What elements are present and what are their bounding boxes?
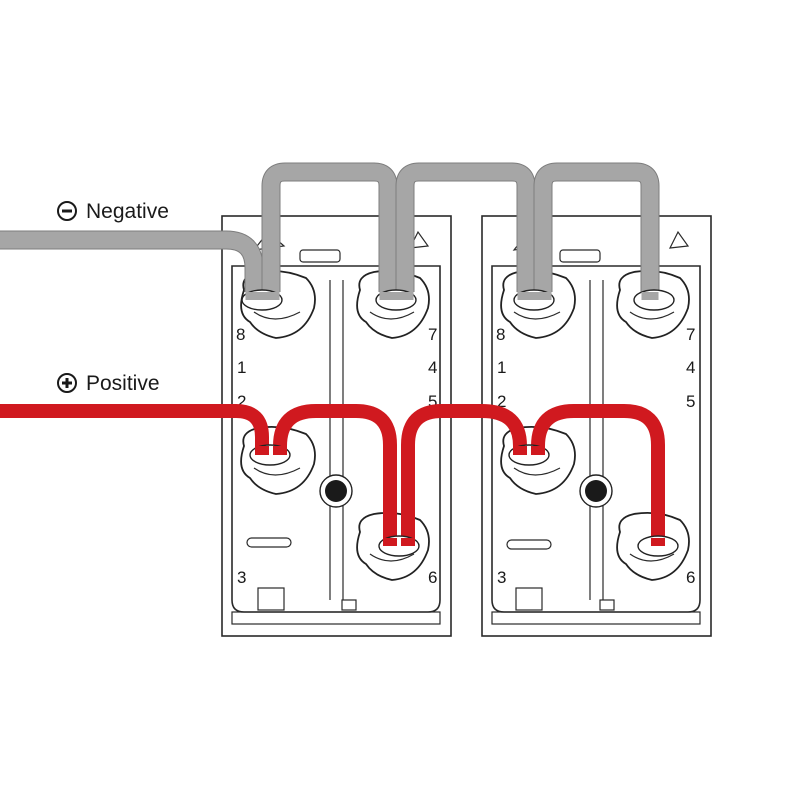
switch-2-pin-6: 6: [686, 568, 695, 587]
negative-feed-wire: [0, 231, 263, 292]
positive-label: Positive: [86, 372, 160, 395]
negative-wires: [0, 162, 660, 292]
negative-jumper-1: [262, 163, 397, 292]
legend-negative: Negative: [57, 200, 169, 223]
switch-1-pin-8: 8: [236, 325, 245, 344]
switch-2-pin-4: 4: [686, 358, 695, 377]
plus-icon: [57, 373, 77, 393]
switch-1-pin-5: 5: [428, 392, 437, 411]
negative-jumper-2: [396, 163, 535, 292]
switch-1-pin-1: 1: [237, 358, 246, 377]
positive-feed-wire: [0, 404, 269, 446]
positive-jumper-2: [401, 404, 527, 538]
minus-icon: [57, 201, 77, 221]
switch-2-pin-5: 5: [686, 392, 695, 411]
positive-jumper-1: [273, 404, 397, 538]
switch-1-pin-4: 4: [428, 358, 437, 377]
switch-2-pin-3: 3: [497, 568, 506, 587]
switch-1-pin-6: 6: [428, 568, 437, 587]
switch-2-frame: [481, 215, 712, 637]
switch-2-pin-1: 1: [497, 358, 506, 377]
switch-1-frame: [221, 215, 452, 637]
switch-1-pin-7: 7: [428, 325, 437, 344]
switch-1-pin-3: 3: [237, 568, 246, 587]
negative-label: Negative: [86, 200, 169, 223]
switch-1-pin-2: 2: [237, 392, 246, 411]
positive-jumper-3: [531, 404, 665, 538]
switch-2-pin-8: 8: [496, 325, 505, 344]
switch-2-pin-2: 2: [497, 392, 506, 411]
switch-2-pin-7: 7: [686, 325, 695, 344]
negative-jumper-3: [534, 163, 659, 292]
positive-wires: [0, 404, 665, 538]
legend-positive: Positive: [57, 372, 160, 395]
